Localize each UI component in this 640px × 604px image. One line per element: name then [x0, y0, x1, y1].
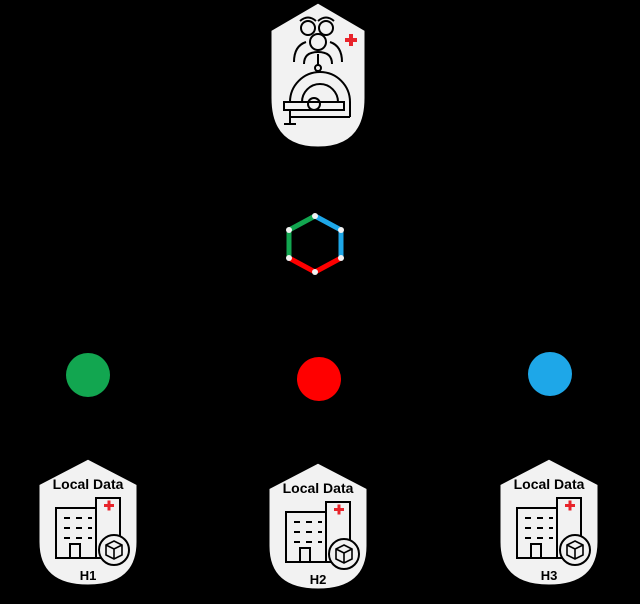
data-cube-icon: [98, 534, 130, 566]
medical-staff-icon: [293, 16, 343, 72]
data-cube-icon: [328, 538, 360, 570]
central-server-badge: [268, 0, 368, 150]
hospital-badge-h3: Local Data H3: [497, 456, 601, 588]
aggregator-hexagon-icon: [286, 213, 344, 275]
red-cross-icon: [565, 500, 575, 511]
model-update-node-h2: [297, 357, 341, 401]
local-data-label: Local Data: [514, 476, 585, 492]
red-cross-icon: [334, 504, 344, 515]
hospital-badge-h1: Local Data H1: [36, 456, 140, 588]
hospital-label: H2: [310, 572, 327, 587]
hospital-badge-h2: Local Data H2: [266, 460, 370, 592]
mri-scanner-icon: [283, 71, 351, 125]
red-cross-icon: [345, 34, 357, 46]
central-shield: [268, 0, 368, 150]
hospital-label: H3: [541, 568, 558, 583]
local-data-label: Local Data: [283, 480, 354, 496]
hexagon-segment-blue: [312, 213, 344, 261]
model-update-node-h3: [528, 352, 572, 396]
local-data-label: Local Data: [53, 476, 124, 492]
hospital-label: H1: [80, 568, 97, 583]
model-update-node-h1: [66, 353, 110, 397]
hexagon-segment-green: [286, 213, 318, 261]
red-cross-icon: [104, 500, 114, 511]
data-cube-icon: [559, 534, 591, 566]
